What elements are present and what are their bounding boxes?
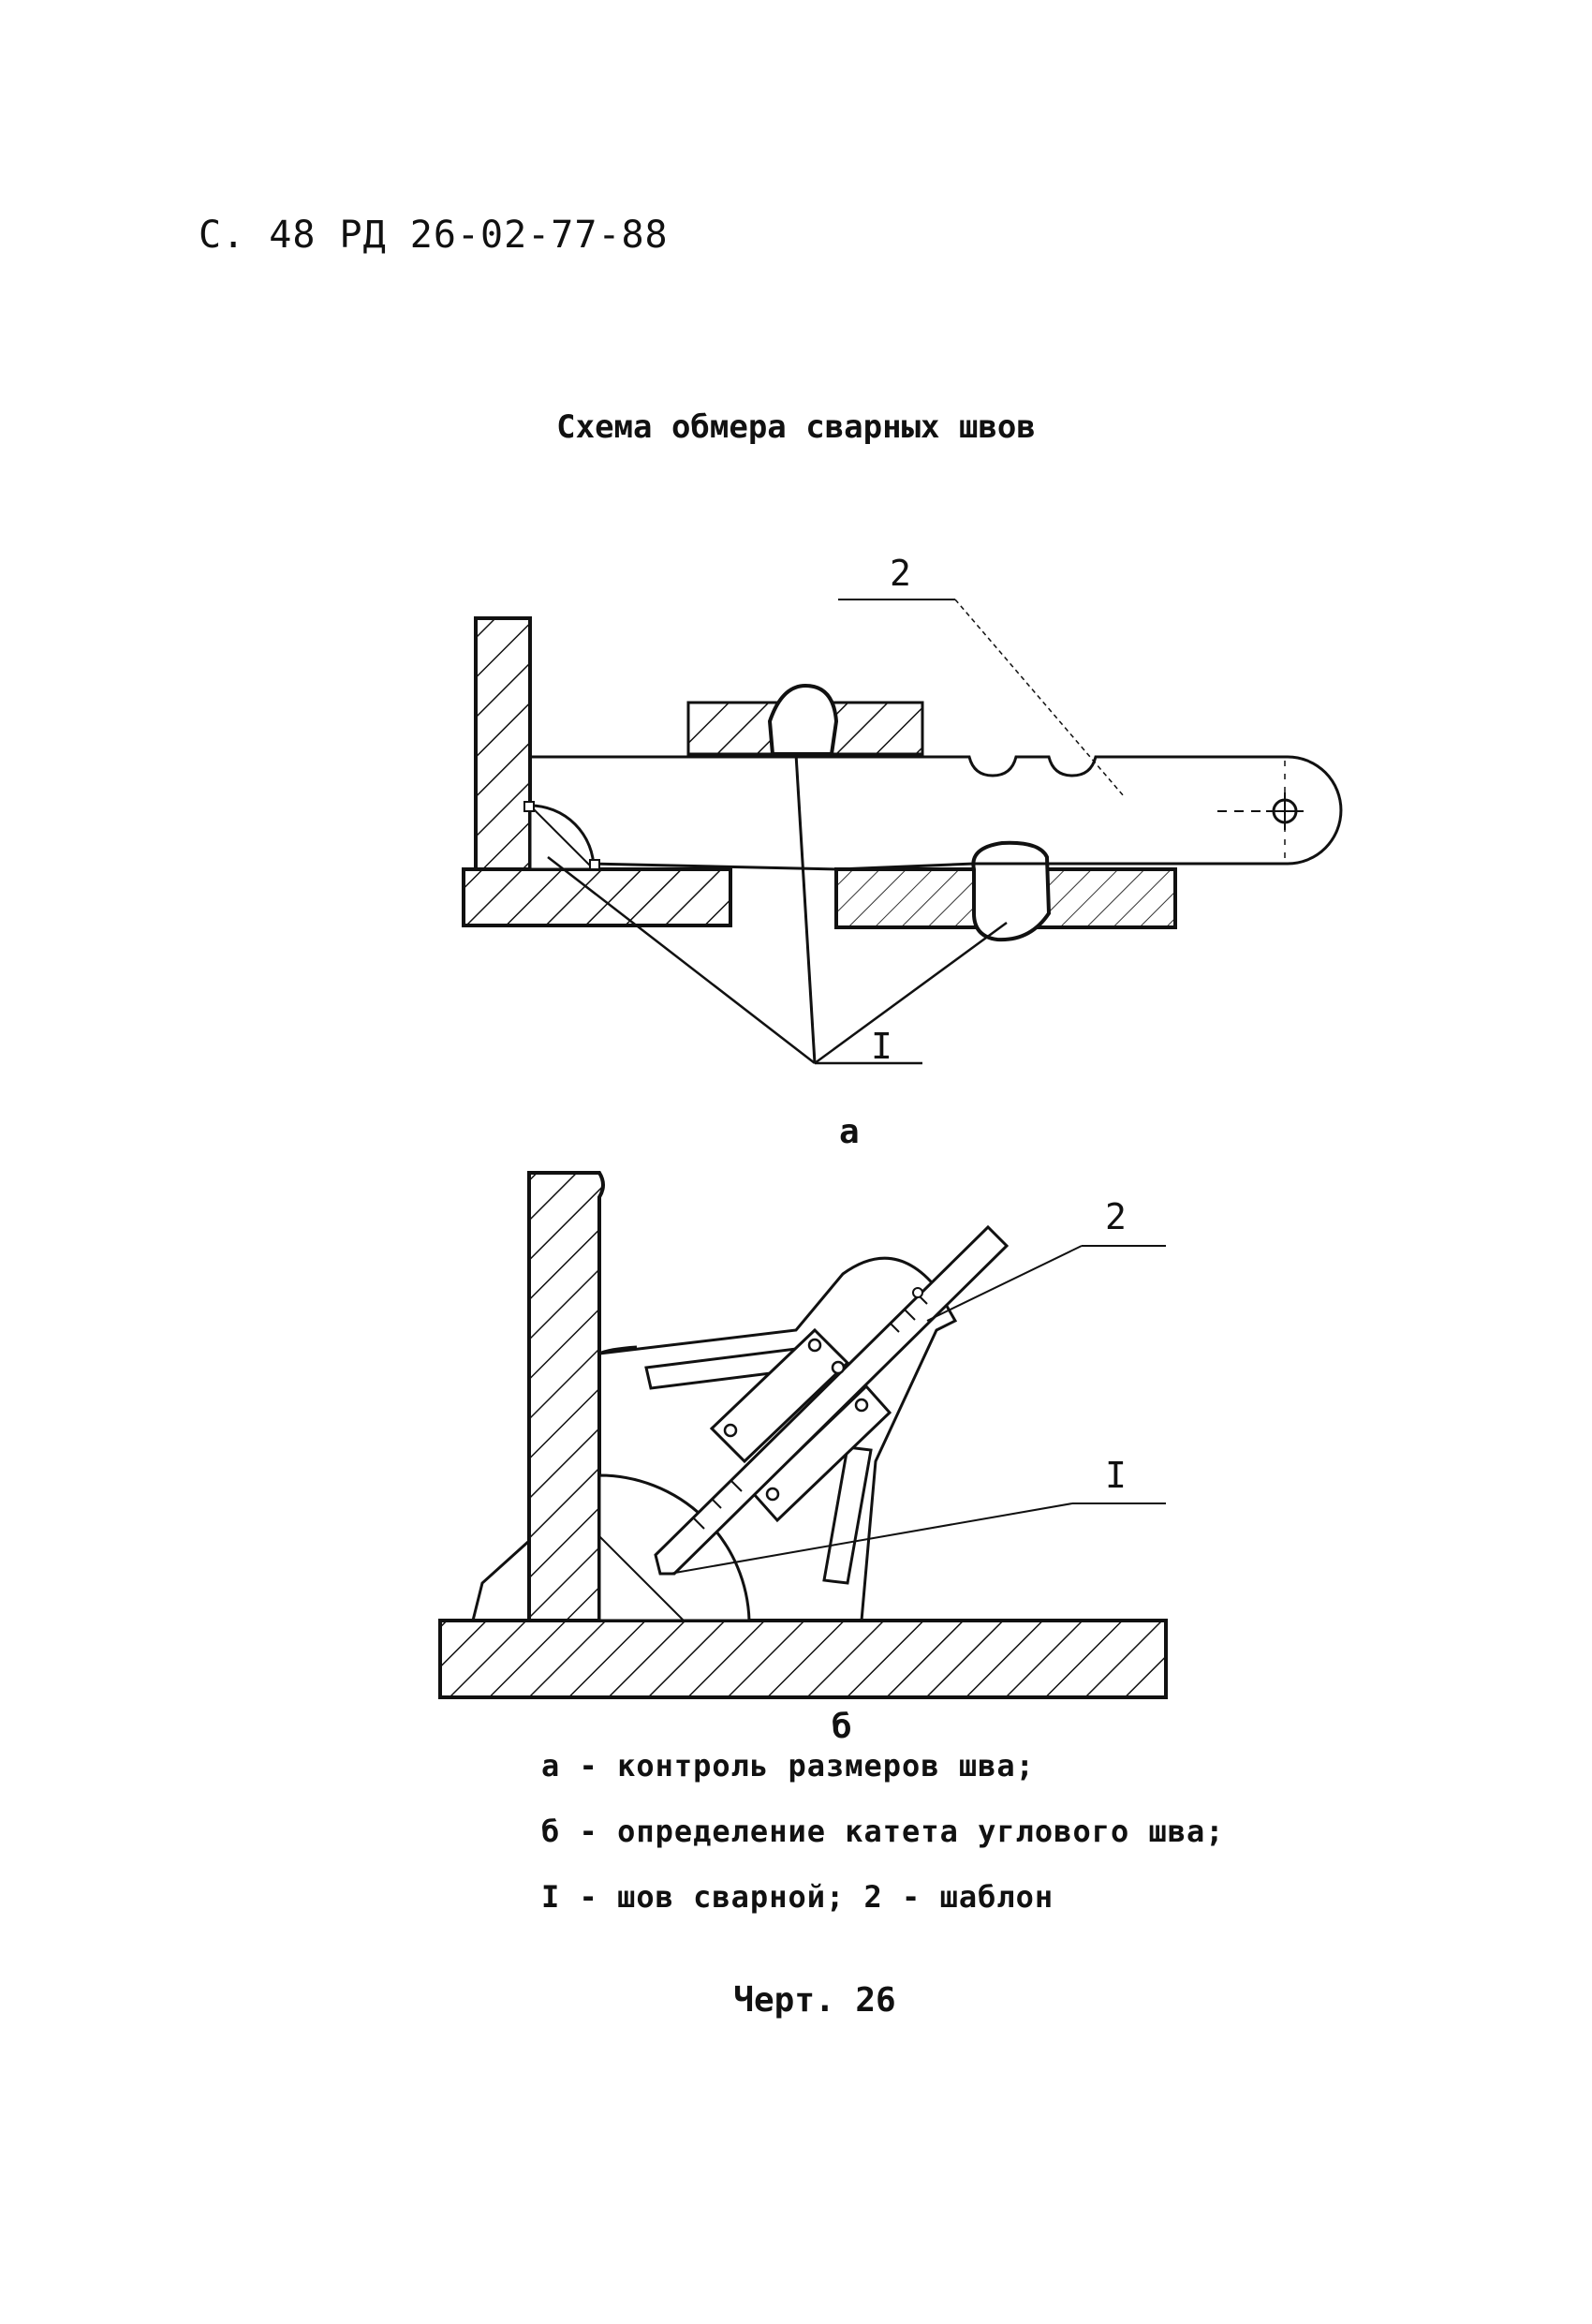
legend-item-weld-template: I - шов сварной; 2 - шаблон <box>541 1879 1054 1915</box>
gauge-block-1-b <box>709 1327 850 1464</box>
template-gauge-a <box>530 755 1343 871</box>
vertical-plate-b <box>527 1171 605 1622</box>
legend: а - контроль размеров шва; б - определен… <box>541 1733 1225 1930</box>
vertical-plate-a <box>474 616 532 871</box>
callout-weld-b: I <box>1105 1455 1127 1496</box>
weld-bottom-a <box>971 840 1052 942</box>
top-plate-right-a <box>827 701 924 756</box>
figure-a-label: а <box>839 1113 860 1151</box>
base-plate-b <box>438 1619 1168 1699</box>
measuring-ruler-b <box>654 1224 1010 1576</box>
drawing-number: Черт. 26 <box>733 1981 896 2020</box>
top-plate-left-a <box>686 701 784 756</box>
figure-b <box>438 1171 1168 1699</box>
figure-b-label: б <box>832 1708 852 1746</box>
figure-a <box>462 599 1343 1065</box>
weld-top-a <box>767 683 839 756</box>
legend-item-a: а - контроль размеров шва; <box>541 1748 1035 1784</box>
callout-template-a: 2 <box>890 553 911 594</box>
lower-bar-b <box>822 1445 873 1585</box>
figure-title: Схема обмера сварных швов <box>556 408 1036 446</box>
callout-weld-a: I <box>871 1026 892 1067</box>
callout-template-b: 2 <box>1105 1196 1127 1237</box>
legend-item-b: б - определение катета углового шва; <box>541 1813 1225 1849</box>
base-plate-left-a <box>462 867 732 927</box>
page-header: С. 48 РД 26-02-77-88 <box>199 214 669 257</box>
